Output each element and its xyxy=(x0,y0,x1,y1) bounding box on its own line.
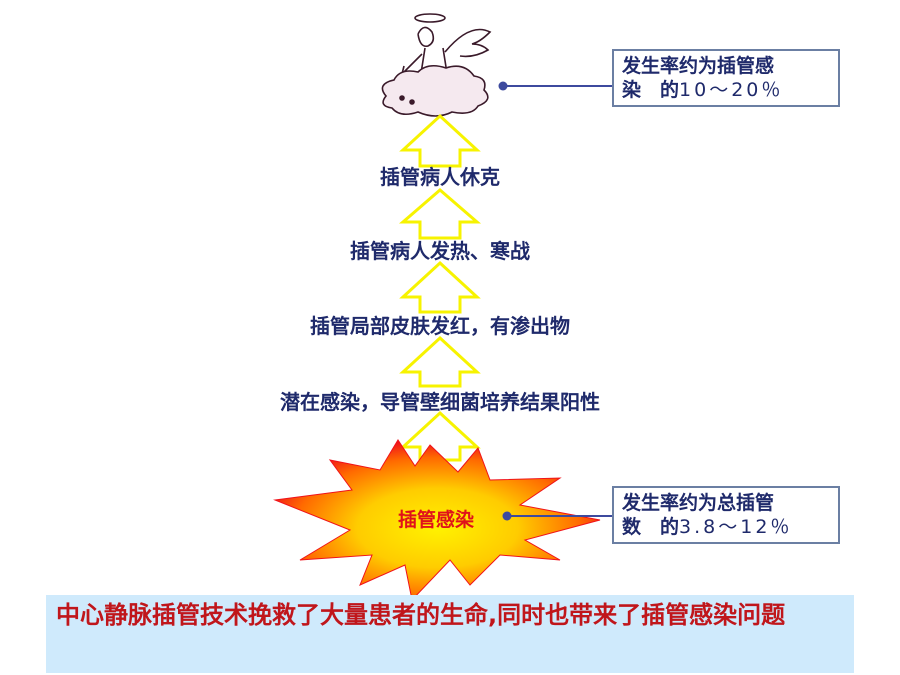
callout-top-line2-text: 染 的 xyxy=(622,79,680,101)
callout-top-line1: 发生率约为插管感 xyxy=(622,55,775,77)
up-arrow-1 xyxy=(399,113,481,168)
step-local-redness: 插管局部皮肤发红，有渗出物 xyxy=(310,314,570,338)
callout-bottom-line2-text: 数 的 xyxy=(622,516,680,538)
burst-label: 插管感染 xyxy=(397,509,474,531)
callout-bottom-line2: 数 的3.8～12％ xyxy=(622,515,830,539)
summary-text: 中心静脉插管技术挽救了大量患者的生命,同时也带来了插管感染问题 xyxy=(56,601,786,629)
connector-top xyxy=(498,81,612,91)
step-shock: 插管病人休克 xyxy=(380,165,500,189)
callout-top-line2: 染 的10～20％ xyxy=(622,78,830,102)
callout-top: 发生率约为插管感 染 的10～20％ xyxy=(612,49,840,107)
callout-bottom-line1: 发生率约为总插管 xyxy=(622,492,775,514)
step-potential-infection: 潜在感染，导管壁细菌培养结果阳性 xyxy=(280,390,600,414)
callout-top-rate: 10～20％ xyxy=(679,79,784,101)
up-arrow-2 xyxy=(398,188,482,240)
up-arrow-3 xyxy=(399,260,481,314)
up-arrow-4 xyxy=(399,335,481,388)
connector-bottom xyxy=(502,511,612,521)
callout-bottom-rate: 3.8～12％ xyxy=(679,516,793,538)
summary-box: 中心静脉插管技术挽救了大量患者的生命,同时也带来了插管感染问题 xyxy=(46,595,854,673)
callout-bottom: 发生率约为总插管 数 的3.8～12％ xyxy=(612,486,840,544)
step-fever-chills: 插管病人发热、寒战 xyxy=(350,239,530,263)
up-arrow-5 xyxy=(399,410,481,462)
angel-on-cloud-icon xyxy=(381,13,492,117)
